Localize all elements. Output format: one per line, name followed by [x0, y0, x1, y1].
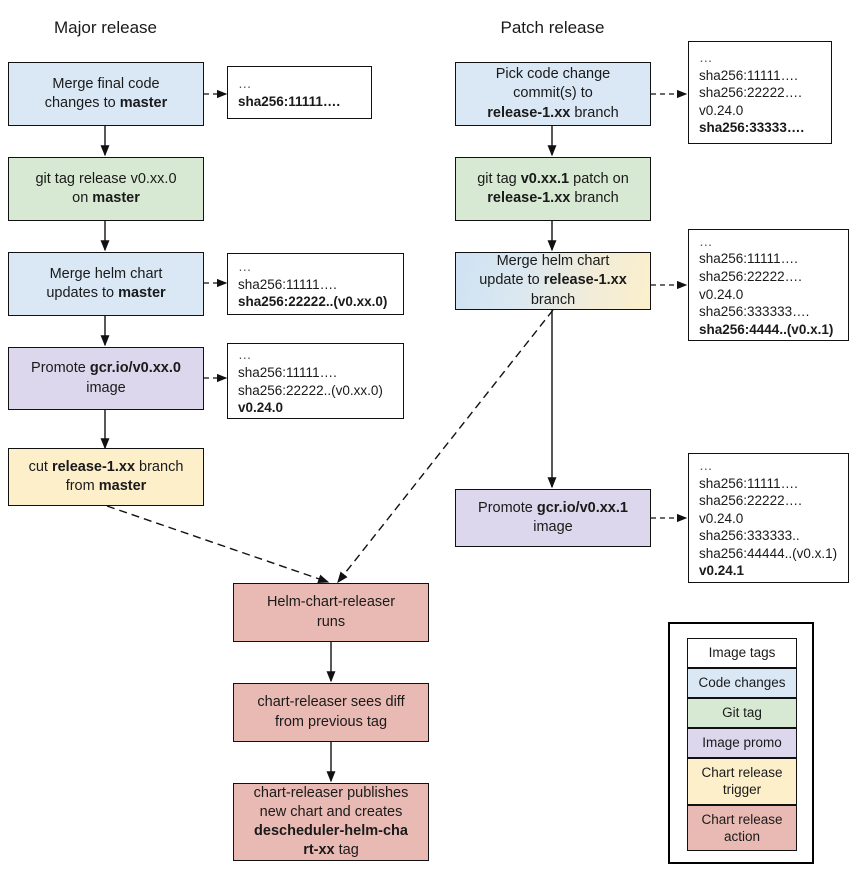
tagbox-line: v0.24.1 — [699, 563, 745, 579]
node-merge-helm-chart-patch-label: Merge helm chart update to release-1.xx … — [479, 253, 627, 308]
dashed-cut-to-releaser — [106, 505, 330, 584]
node-git-tag-release-label: git tag release v0.xx.0 on master — [35, 170, 177, 206]
node-promote-image[interactable]: Promote gcr.io/v0.xx.0 image — [8, 347, 204, 410]
tagbox-line: sha256:11111…. — [699, 475, 798, 491]
node-chart-releaser-publishes[interactable]: chart-releaser publishes new chart and c… — [233, 783, 429, 861]
node-promote-image-patch-label: Promote gcr.io/v0.xx.1 image — [478, 499, 628, 535]
node-chart-releaser-sees-diff[interactable]: chart-releaser sees diff from previous t… — [233, 683, 429, 742]
tagbox-line: sha256:33333…. — [699, 120, 805, 136]
tagbox-line: sha256:22222..(v0.xx.0) — [238, 294, 388, 310]
tagbox-line: sha256:44444..(v0.x.1) — [699, 545, 838, 561]
column-title-patch: Patch release — [500, 18, 605, 37]
tagbox-after-pick-code-change: … sha256:11111…. sha256:22222…. v0.24.0 … — [688, 41, 832, 144]
node-merge-helm-chart[interactable]: Merge helm chart updates to master — [8, 252, 204, 316]
node-pick-code-change-label: Pick code change commit(s) to release-1.… — [487, 66, 619, 121]
legend-item-image-promo[interactable]: Image promo — [687, 728, 797, 758]
legend-item-image-tags[interactable]: Image tags — [687, 638, 797, 668]
tagbox-line: … — [238, 347, 253, 363]
legend-panel: Image tags Code changes Git tag Image pr… — [668, 622, 814, 864]
node-cut-release-branch-label: cut release-1.xx branch from master — [28, 458, 184, 494]
tagbox-after-merge-helm-chart: … sha256:11111…. sha256:22222..(v0.xx.0) — [227, 253, 404, 315]
legend-item-code-changes[interactable]: Code changes — [687, 668, 797, 698]
tagbox-line: sha256:11111…. — [238, 276, 337, 292]
tagbox-after-merge-final-code: … sha256:11111…. — [227, 66, 372, 119]
tagbox-line: v0.24.0 — [238, 400, 284, 416]
node-merge-final-code-label: Merge final code changes to master — [44, 75, 168, 111]
tagbox-line: v0.24.0 — [699, 286, 744, 302]
node-promote-image-patch[interactable]: Promote gcr.io/v0.xx.1 image — [455, 489, 651, 547]
tagbox-line: sha256:4444..(v0.x.1) — [699, 321, 834, 337]
node-merge-final-code[interactable]: Merge final code changes to master — [8, 62, 204, 126]
tagbox-after-merge-helm-chart-patch: … sha256:11111…. sha256:22222…. v0.24.0 … — [688, 229, 849, 341]
node-git-tag-release[interactable]: git tag release v0.xx.0 on master — [8, 157, 204, 221]
tagbox-line: … — [699, 50, 714, 66]
legend-item-chart-release-action[interactable]: Chart release action — [687, 804, 797, 852]
tagbox-after-promote-image: … sha256:11111…. sha256:22222..(v0.xx.0)… — [227, 343, 404, 419]
tagbox-line: sha256:11111…. — [699, 251, 798, 267]
node-chart-releaser-sees-diff-label: chart-releaser sees diff from previous t… — [257, 694, 405, 730]
tagbox-line: sha256:333333…. — [699, 304, 810, 320]
node-helm-chart-releaser-runs-label: Helm-chart-releaser runs — [266, 594, 396, 630]
node-merge-helm-chart-label: Merge helm chart updates to master — [46, 265, 166, 301]
tagbox-line: sha256:11111…. — [699, 67, 798, 83]
tagbox-line: … — [699, 233, 714, 249]
tagbox-line: … — [238, 76, 253, 92]
node-git-tag-patch[interactable]: git tag v0.xx.1 patch on release-1.xx br… — [455, 157, 651, 221]
tagbox-line: v0.24.0 — [699, 510, 744, 526]
node-promote-image-label: Promote gcr.io/v0.xx.0 image — [31, 360, 181, 396]
node-merge-helm-chart-patch[interactable]: Merge helm chart update to release-1.xx … — [455, 252, 651, 310]
tagbox-line: sha256:22222…. — [699, 493, 802, 509]
tagbox-line: sha256:22222..(v0.xx.0) — [238, 382, 383, 398]
legend-item-chart-release-trigger[interactable]: Chart release trigger — [687, 758, 797, 805]
tagbox-line: … — [238, 259, 253, 275]
tagbox-after-promote-image-patch: … sha256:11111…. sha256:22222…. v0.24.0 … — [688, 453, 849, 583]
node-helm-chart-releaser-runs[interactable]: Helm-chart-releaser runs — [233, 583, 429, 642]
tagbox-line: v0.24.0 — [699, 102, 744, 118]
tagbox-line: sha256:11111…. — [238, 364, 337, 380]
tagbox-line: sha256:22222…. — [699, 268, 802, 284]
node-pick-code-change[interactable]: Pick code change commit(s) to release-1.… — [455, 62, 651, 126]
node-chart-releaser-publishes-label: chart-releaser publishes new chart and c… — [253, 784, 409, 859]
column-title-major: Major release — [54, 18, 157, 37]
tagbox-line: sha256:333333.. — [699, 528, 800, 544]
node-cut-release-branch[interactable]: cut release-1.xx branch from master — [8, 448, 204, 506]
legend-item-git-tag[interactable]: Git tag — [687, 698, 797, 728]
tagbox-line: sha256:22222…. — [699, 85, 802, 101]
tagbox-line: sha256:11111…. — [238, 94, 341, 109]
node-git-tag-patch-label: git tag v0.xx.1 patch on release-1.xx br… — [477, 170, 629, 206]
tagbox-line: … — [699, 458, 714, 474]
